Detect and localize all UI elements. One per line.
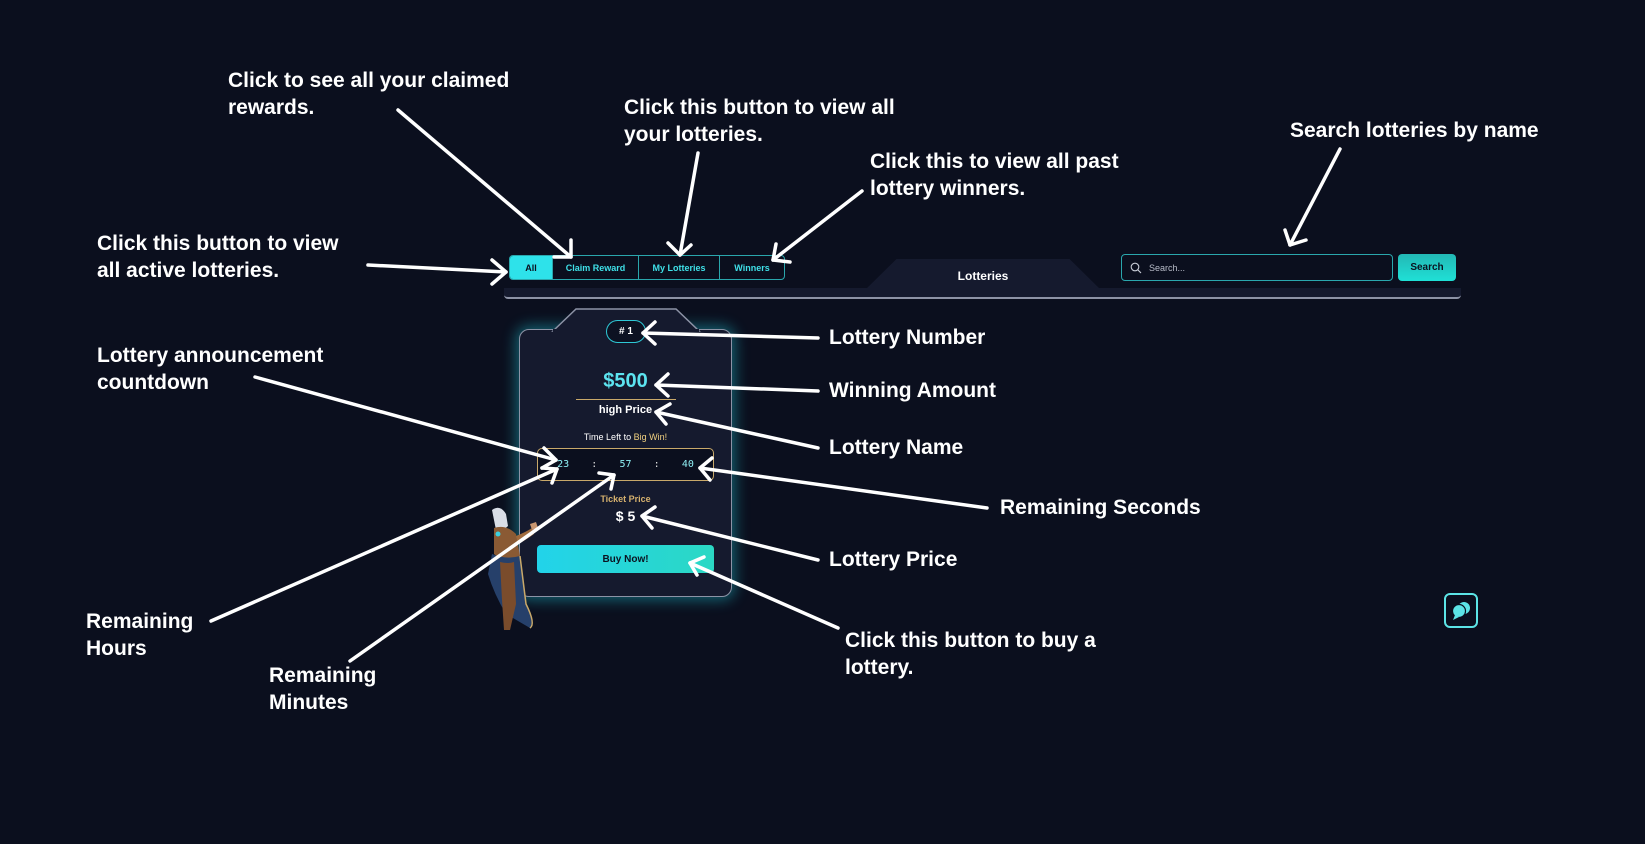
winning-amount: $500 — [603, 370, 648, 392]
tab-all[interactable]: All — [510, 256, 553, 279]
annotation-winning-amount: Winning Amount — [829, 379, 996, 402]
arrow-seconds — [698, 466, 989, 510]
chat-bubbles-icon — [1451, 601, 1470, 620]
search-input[interactable] — [1149, 262, 1392, 273]
ticket-price-label: Ticket Price — [600, 494, 651, 504]
page-title: Lotteries — [957, 269, 1009, 283]
arrow-my-lotteries — [678, 151, 700, 257]
lottery-number-badge: # 1 — [606, 320, 646, 343]
search-box — [1121, 254, 1393, 281]
arrow-search — [1288, 147, 1342, 247]
annotation-buy-button: Click this button to buy a lottery. — [845, 629, 1096, 679]
arrow-claim — [396, 108, 573, 259]
annotation-my-lotteries: Click this button to view all your lotte… — [624, 96, 895, 146]
countdown-separator: : — [591, 459, 598, 470]
annotation-remaining-hours: Remaining Hours — [86, 610, 194, 660]
countdown-separator: : — [653, 459, 660, 470]
annotation-search: Search lotteries by name — [1290, 119, 1539, 142]
arrow-head — [1283, 228, 1308, 247]
arrow-winners — [771, 189, 864, 262]
chat-button[interactable] — [1444, 593, 1478, 628]
annotation-remaining-seconds: Remaining Seconds — [1000, 496, 1201, 519]
buy-now-button[interactable]: Buy Now! — [537, 545, 714, 573]
time-left-highlight: Big Win! — [633, 432, 668, 442]
amount-divider — [576, 399, 676, 400]
arrow-head — [490, 258, 508, 286]
tab-winners[interactable]: Winners — [734, 262, 770, 273]
ticket-price: $ 5 — [615, 508, 636, 524]
tab-claim-reward[interactable]: Claim Reward — [553, 256, 639, 279]
search-button[interactable]: Search — [1398, 254, 1456, 281]
annotation-past-winners: Click this to view all past lottery winn… — [870, 150, 1119, 200]
time-left-prefix: Time Left to — [583, 432, 634, 442]
countdown-minutes: 57 — [619, 459, 632, 470]
annotation-countdown: Lottery announcement countdown — [97, 344, 324, 394]
filter-tabs: All Claim Reward My Lotteries Winners — [509, 255, 785, 280]
countdown-timer: 23 : 57 : 40 — [537, 448, 714, 481]
search-icon — [1130, 262, 1142, 273]
annotation-remaining-minutes: Remaining Minutes — [269, 664, 377, 714]
annotation-all-active: Click this button to view all active lot… — [97, 232, 339, 282]
annotation-lottery-name: Lottery Name — [829, 436, 964, 459]
annotation-claimed-rewards: Click to see all your claimed rewards. — [228, 69, 510, 119]
annotation-lottery-number: Lottery Number — [829, 326, 986, 349]
header-bar — [504, 288, 1461, 299]
time-left-label: Time Left to Big Win! — [519, 432, 732, 442]
page-title-tab: Lotteries — [866, 259, 1100, 289]
tab-my-lotteries[interactable]: My Lotteries — [639, 256, 720, 279]
annotation-lottery-price: Lottery Price — [829, 548, 958, 571]
countdown-seconds: 40 — [681, 459, 694, 470]
wizard-character-image — [488, 507, 538, 630]
arrow-head — [666, 241, 693, 257]
arrow-all — [366, 263, 508, 274]
countdown-hours: 23 — [557, 459, 570, 470]
lottery-name: high Price — [598, 404, 653, 416]
